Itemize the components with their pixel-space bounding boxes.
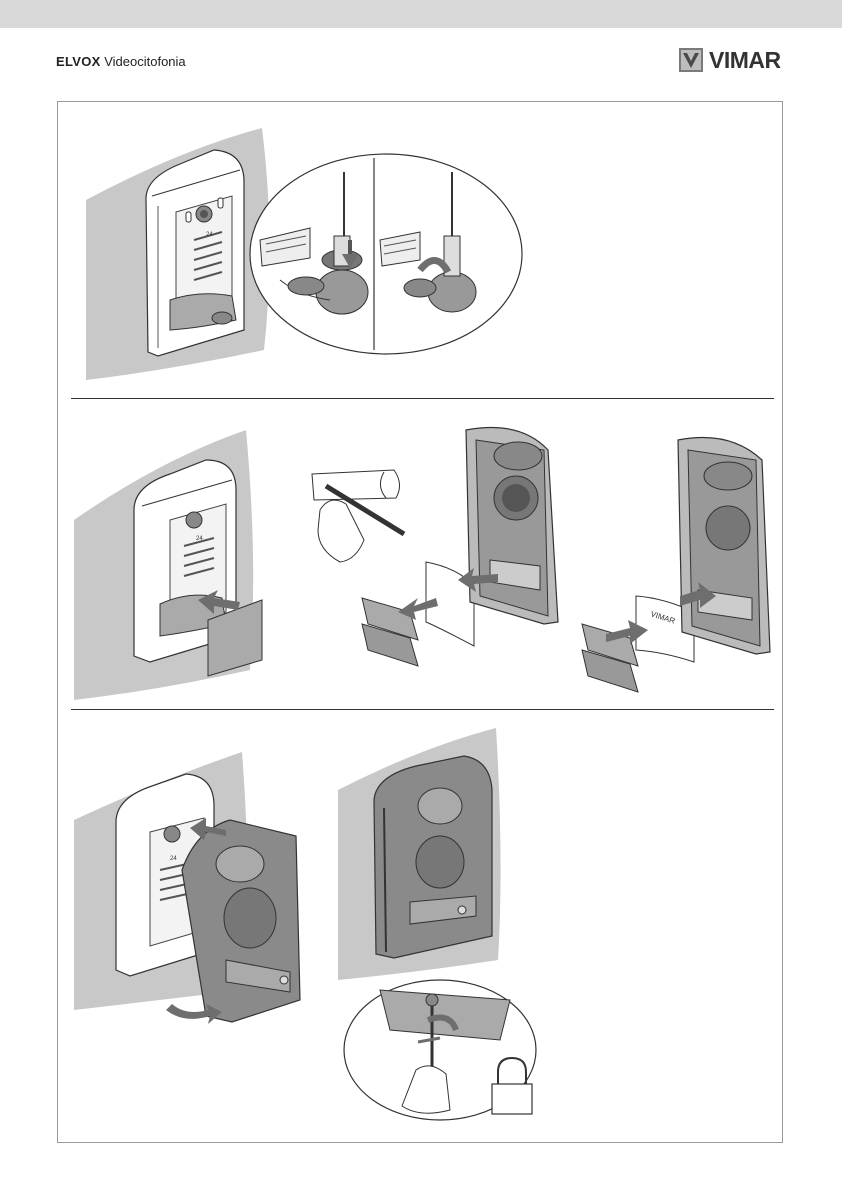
board-number-3: 24 [170,856,177,862]
intercom-closed [374,756,492,958]
